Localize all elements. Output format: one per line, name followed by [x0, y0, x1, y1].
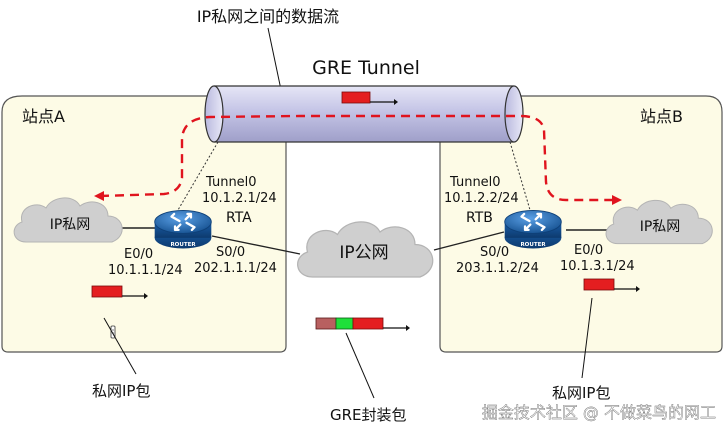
router-rtb-badge: ROUTER	[520, 242, 546, 248]
flow-arrow-right-icon	[612, 195, 622, 205]
rta-tunnel-if: Tunnel0	[205, 175, 257, 190]
gre-packet-gre-icon	[335, 317, 354, 330]
site-a-region	[1, 95, 287, 353]
top-caption: IP私网之间的数据流	[197, 7, 339, 26]
rtb-s-ip: 203.1.1.2/24	[456, 261, 539, 276]
rtb-name: RTB	[466, 210, 493, 226]
tunnel-title: GRE Tunnel	[312, 57, 420, 79]
rta-name: RTA	[226, 210, 252, 226]
rtb-e-if: E0/0	[574, 243, 603, 258]
private-packet-left-label: 私网IP包	[92, 382, 150, 400]
data-flow-path	[99, 114, 612, 202]
gre-tunnel-pipe	[204, 85, 524, 143]
cloud-left-label: IP私网	[50, 217, 91, 233]
router-rta-badge: ROUTER	[170, 242, 196, 248]
rtb-s-if: S0/0	[480, 245, 509, 260]
site-b-label: 站点B	[640, 107, 683, 126]
rta-s-if: S0/0	[216, 245, 245, 260]
gre-packet-header-icon	[315, 317, 337, 330]
site-b-region	[439, 95, 723, 353]
private-packet-right-label: 私网IP包	[552, 384, 610, 402]
rta-tunnel-ip: 10.1.2.1/24	[202, 191, 277, 206]
link-wan-a	[211, 235, 301, 255]
watermark: 掘金技术社区 @ 不做菜鸟的网工	[482, 403, 716, 422]
private-packet-left-pointer	[103, 317, 137, 375]
rtb-tunnel-ip: 10.1.2.2/24	[444, 191, 519, 206]
rta-e-if: E0/0	[124, 247, 153, 262]
rtb-tunnel-if: Tunnel0	[449, 175, 501, 190]
rta-e-ip: 10.1.1.1/24	[108, 263, 183, 278]
tunnel-packet-icon	[341, 91, 371, 104]
private-packet-right-pointer	[581, 297, 593, 379]
flow-arrow-left-icon	[94, 191, 104, 201]
rta-s-ip: 202.1.1.1/24	[194, 261, 277, 276]
cloud-public-label: IP公网	[339, 243, 388, 263]
gre-packet-label: GRE封装包	[330, 406, 407, 424]
private-packet-right-icon	[583, 278, 615, 291]
cloud-right-label: IP私网	[640, 219, 681, 235]
gre-packet-payload-icon	[352, 317, 384, 330]
link-wan-b	[433, 231, 505, 251]
private-packet-left-icon	[91, 285, 123, 298]
site-a-label: 站点A	[22, 107, 65, 126]
gre-packet-pointer	[345, 332, 375, 399]
tunnel-edge-a	[177, 141, 219, 211]
rtb-e-ip: 10.1.3.1/24	[560, 259, 635, 274]
